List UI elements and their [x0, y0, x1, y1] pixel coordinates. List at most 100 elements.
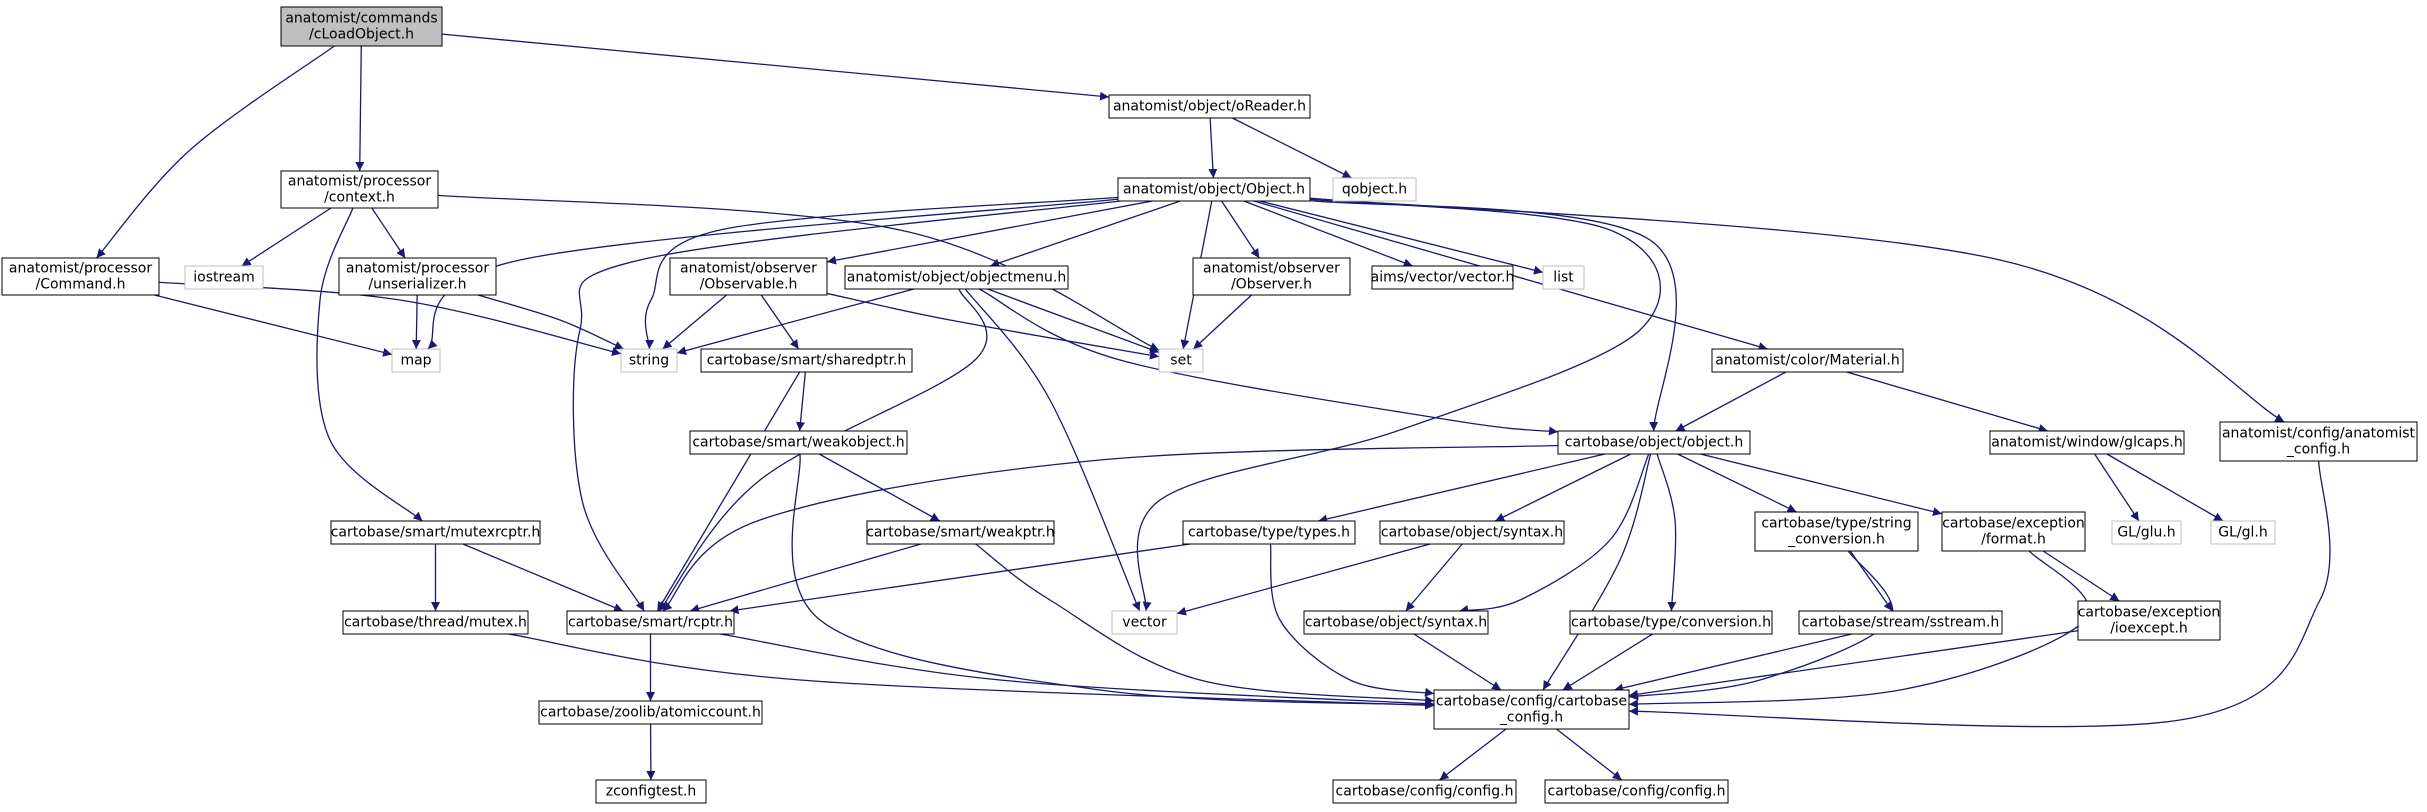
edge-format-to-cbconfig: [1628, 550, 2090, 709]
node-box: [330, 520, 541, 545]
node-Material[interactable]: anatomist/color/Material.h: [1711, 348, 1904, 373]
edge-mutexrcptr-to-rcptr: [462, 543, 624, 612]
node-cLoadObject[interactable]: anatomist/commands/cLoadObject.h: [280, 6, 443, 47]
node-label: anatomist/window/glcaps.h: [1991, 435, 2183, 451]
node-conversion[interactable]: cartobase/type/conversion.h: [1569, 610, 1773, 635]
node-iostream: iostream: [184, 265, 264, 290]
edge-anaconfig-to-cbconfig: [1628, 460, 2331, 728]
node-Observer[interactable]: anatomist/observer/Observer.h: [1192, 257, 1351, 296]
edge-Object-to-map: [427, 198, 1119, 350]
edge-context-to-mutexrcptr: [316, 207, 423, 522]
edge-weakptr-to-rcptr: [689, 543, 922, 613]
node-label: cartobase/object/object.h: [1565, 435, 1744, 451]
node-label: cartobase/stream/sstream.h: [1802, 615, 2000, 631]
node-label: anatomist/commands: [285, 11, 437, 27]
node-label: /Command.h: [36, 277, 126, 293]
node-objectmenu[interactable]: anatomist/object/objectmenu.h: [844, 265, 1069, 290]
edge-cLoadObject-to-oReader: [441, 33, 1110, 101]
node-types[interactable]: cartobase/type/types.h: [1182, 520, 1356, 545]
node-oReader[interactable]: anatomist/object/oReader.h: [1108, 94, 1311, 119]
edge-cbobject-to-rcptr: [662, 444, 1559, 612]
node-syntax1[interactable]: cartobase/object/syntax.h: [1379, 520, 1565, 545]
edge-cLoadObject-to-context: [355, 45, 365, 172]
node-label: cartobase/type/string: [1761, 516, 1911, 532]
edge-objectmenu-to-vector: [964, 288, 1141, 612]
node-sharedptr[interactable]: cartobase/smart/sharedptr.h: [700, 348, 913, 373]
node-weakptr[interactable]: cartobase/smart/weakptr.h: [866, 520, 1055, 545]
node-zconfigtest[interactable]: zconfigtest.h: [595, 779, 707, 804]
node-box: [1371, 265, 1514, 290]
node-mutex[interactable]: cartobase/thread/mutex.h: [342, 610, 529, 635]
edge-cbconfig-to-config2: [1556, 728, 1623, 781]
node-vector: vector: [1111, 610, 1178, 635]
node-context[interactable]: anatomist/processor/context.h: [280, 170, 439, 209]
node-box: [1182, 520, 1356, 545]
node-ioexcept[interactable]: cartobase/exception/ioexcept.h: [2077, 600, 2221, 641]
node-label: GL/gl.h: [2218, 525, 2267, 541]
node-label: _conversion.h: [1787, 532, 1885, 548]
node-label: cartobase/object/syntax.h: [1381, 525, 1563, 541]
node-label: anatomist/processor: [288, 174, 431, 190]
node-label: /Observable.h: [700, 277, 798, 293]
node-anaconfig[interactable]: anatomist/config/anatomist_config.h: [2219, 421, 2418, 462]
node-label: cartobase/thread/mutex.h: [344, 615, 527, 631]
node-label: _config.h: [2286, 442, 2350, 458]
node-unserializer[interactable]: anatomist/processor/unserializer.h: [338, 257, 497, 296]
edge-Observer-to-set: [1192, 294, 1253, 350]
node-box: [689, 430, 908, 455]
edge-weakptr-to-cbconfig: [975, 543, 1435, 705]
node-label: zconfigtest.h: [606, 784, 696, 800]
node-label: anatomist/observer: [680, 261, 817, 277]
node-sstream[interactable]: cartobase/stream/sstream.h: [1798, 610, 2003, 635]
edge-oReader-to-qobject: [1232, 117, 1352, 179]
edge-cLoadObject-to-Command: [96, 45, 335, 259]
edge-syntax1-to-syntax2: [1405, 543, 1463, 612]
edge-Object-to-string: [644, 196, 1119, 350]
node-Observable[interactable]: anatomist/observer/Observable.h: [669, 257, 828, 296]
node-label: anatomist/processor: [346, 261, 489, 277]
node-label: anatomist/color/Material.h: [1715, 353, 1900, 369]
node-box: [844, 265, 1069, 290]
node-atomiccount[interactable]: cartobase/zoolib/atomiccount.h: [538, 700, 763, 725]
node-box: [1798, 610, 2003, 635]
node-box: [566, 610, 735, 635]
node-box: [1332, 779, 1517, 804]
node-config2[interactable]: cartobase/config/config.h: [1544, 779, 1729, 804]
node-box: [1569, 610, 1773, 635]
node-label: anatomist/object/Object.h: [1123, 182, 1305, 198]
node-box: [700, 348, 913, 373]
node-label: /cLoadObject.h: [309, 27, 414, 43]
node-glcaps[interactable]: anatomist/window/glcaps.h: [1989, 430, 2185, 455]
node-Object[interactable]: anatomist/object/Object.h: [1117, 177, 1311, 202]
edge-glcaps-to-glu: [2094, 453, 2140, 522]
edge-cbobject-to-format: [1700, 453, 1943, 517]
node-box: [620, 348, 678, 373]
node-strconv[interactable]: cartobase/type/string_conversion.h: [1754, 511, 1919, 552]
node-box: [2111, 520, 2182, 545]
node-box: [1192, 257, 1351, 296]
node-label: string: [629, 353, 669, 369]
node-box: [1754, 511, 1919, 552]
edge-objectmenu-to-cbobject: [978, 288, 1559, 436]
node-label: aims/vector/vector.h: [1371, 270, 1515, 286]
node-Command[interactable]: anatomist/processor/Command.h: [1, 257, 160, 296]
node-syntax2[interactable]: cartobase/object/syntax.h: [1303, 610, 1489, 635]
edges-layer: [96, 33, 2331, 781]
node-cbobject[interactable]: cartobase/object/object.h: [1557, 430, 1751, 455]
node-format[interactable]: cartobase/exception/format.h: [1941, 511, 2086, 552]
node-box: [1158, 348, 1204, 373]
node-label: cartobase/config/config.h: [1336, 784, 1514, 800]
node-config1[interactable]: cartobase/config/config.h: [1332, 779, 1517, 804]
node-set: set: [1158, 348, 1204, 373]
node-cbconfig[interactable]: cartobase/config/cartobase_config.h: [1433, 689, 1630, 730]
node-box: [280, 170, 439, 209]
node-weakobject[interactable]: cartobase/smart/weakobject.h: [689, 430, 908, 455]
node-aimsvector[interactable]: aims/vector/vector.h: [1371, 265, 1515, 290]
edge-types-to-rcptr: [729, 543, 1191, 615]
node-rcptr[interactable]: cartobase/smart/rcptr.h: [566, 610, 735, 635]
node-mutexrcptr[interactable]: cartobase/smart/mutexrcptr.h: [330, 520, 541, 545]
node-box: [184, 265, 264, 290]
edge-cbobject-to-conversion: [1656, 453, 1677, 612]
node-box: [1989, 430, 2185, 455]
node-label: anatomist/object/objectmenu.h: [847, 270, 1066, 286]
